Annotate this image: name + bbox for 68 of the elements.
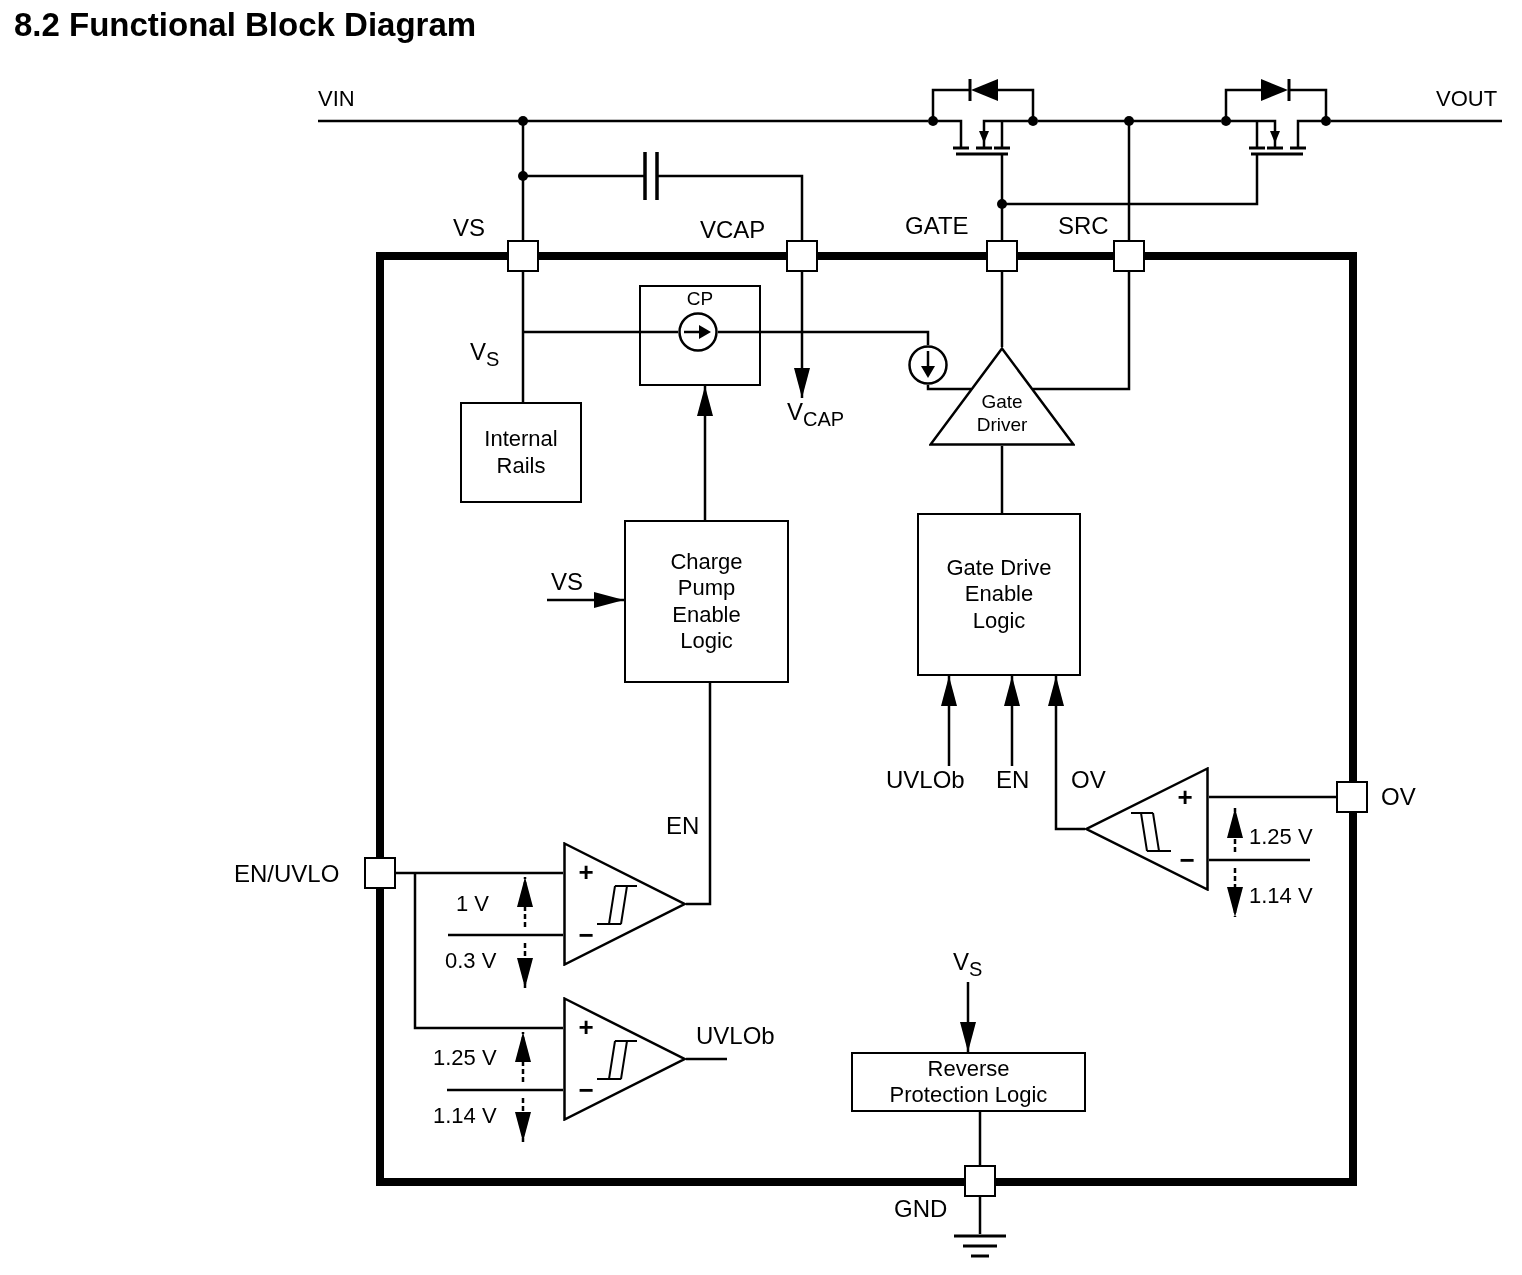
net-label: V$_{S}$ xyxy=(953,948,983,981)
net-label: UVLOb xyxy=(886,766,965,795)
charge-pump-block xyxy=(639,285,761,386)
wire xyxy=(1331,119,1502,123)
polarity-sign: − xyxy=(578,922,594,948)
polarity-sign: − xyxy=(578,1077,594,1103)
arrow xyxy=(1048,676,1085,831)
block-label: CP xyxy=(686,288,714,311)
polarity-sign: + xyxy=(578,859,594,885)
voltage-label: 1.14 V xyxy=(1249,883,1313,910)
block-label: Gate Drive Enable Logic xyxy=(945,554,1053,635)
voltage-label: 1.14 V xyxy=(433,1103,497,1130)
pin-label: OV xyxy=(1381,783,1416,812)
net-label: VIN xyxy=(318,86,355,113)
voltage-label: 1.25 V xyxy=(1249,824,1313,851)
wire xyxy=(978,1197,982,1234)
wire xyxy=(447,1088,563,1092)
polarity-sign: − xyxy=(1179,847,1195,873)
diagram-title: 8.2 Functional Block Diagram xyxy=(14,5,477,45)
logic-block xyxy=(624,520,789,683)
wire xyxy=(926,385,971,391)
block-label: Internal Rails xyxy=(483,426,559,479)
wire xyxy=(521,272,525,332)
wire xyxy=(662,174,804,240)
pin-label: GATE xyxy=(905,212,969,241)
block-label: Reverse Protection Logic xyxy=(888,1055,1049,1109)
wire xyxy=(686,683,712,906)
wire xyxy=(1000,446,1004,513)
wire xyxy=(521,332,525,402)
wire xyxy=(448,933,563,937)
polarity-sign: + xyxy=(1177,784,1193,810)
wire xyxy=(1033,272,1131,391)
wire xyxy=(523,330,678,334)
net-label: VS xyxy=(551,568,583,597)
wire xyxy=(1000,272,1004,347)
wire xyxy=(415,871,563,875)
wire xyxy=(978,1112,982,1165)
pin-label: VS xyxy=(453,214,485,243)
wire xyxy=(1209,795,1336,799)
net-label: VOUT xyxy=(1436,86,1498,113)
arrow xyxy=(941,676,957,766)
block-label: Charge Pump Enable Logic xyxy=(669,548,744,655)
wire xyxy=(396,871,415,875)
arrow xyxy=(1004,676,1020,766)
net-label: EN xyxy=(996,766,1030,795)
arrow xyxy=(547,592,624,608)
voltage-label: 1.25 V xyxy=(433,1045,497,1072)
wire xyxy=(686,1057,727,1061)
voltage-label: 0.3 V xyxy=(445,948,497,975)
logic-block xyxy=(460,402,582,503)
logic-block xyxy=(917,513,1081,676)
net-label: UVLOb xyxy=(696,1022,775,1051)
pin-label: VCAP xyxy=(700,216,766,245)
wire xyxy=(1209,858,1310,862)
chip-outline xyxy=(376,252,1357,1186)
voltage-label: 1 V xyxy=(456,891,490,918)
polarity-sign: + xyxy=(578,1014,594,1040)
net-label: V$_{CAP}$ xyxy=(787,398,845,431)
pin-label: EN/UVLO xyxy=(234,860,340,889)
wire xyxy=(413,873,563,1030)
logic-block xyxy=(851,1052,1086,1112)
arrow xyxy=(794,272,810,398)
block-label: Gate Driver xyxy=(975,391,1029,437)
wire xyxy=(718,330,930,345)
pin-label: SRC xyxy=(1058,212,1109,241)
arrow xyxy=(960,982,976,1052)
arrow xyxy=(697,386,713,520)
pin-label: GND xyxy=(894,1195,948,1224)
